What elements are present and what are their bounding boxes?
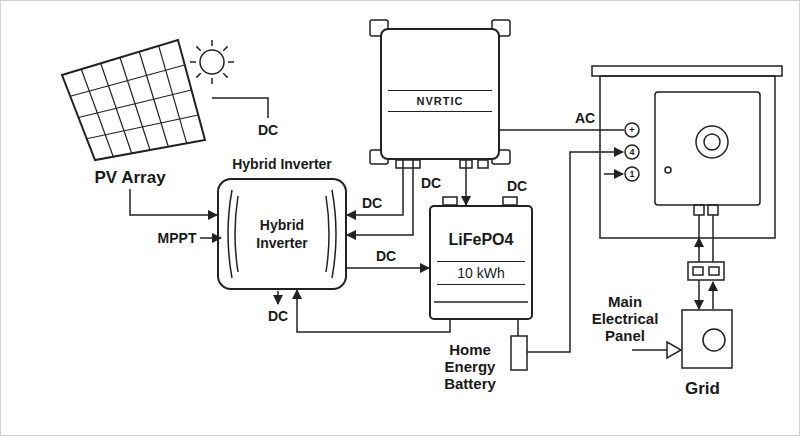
inverter-trim: [228, 190, 232, 278]
text-label: DC: [419, 175, 443, 191]
edge-label: DC: [360, 195, 384, 211]
hybrid-inverter: Hybrid InverterHybrid Inverter: [217, 152, 347, 290]
sun-symbol: [190, 40, 234, 84]
solar-panel: [62, 40, 205, 160]
mounting-tabs: [370, 20, 510, 164]
electrical-panel: [694, 205, 704, 215]
sun-symbol: [196, 73, 200, 77]
dc-leader: [212, 98, 268, 118]
connector: [297, 290, 450, 332]
grid-symbol: [682, 310, 732, 368]
electrical-panel: [696, 126, 728, 158]
inverter-trim: [235, 196, 238, 272]
sun-symbol: [223, 73, 227, 77]
battery-terminals: [503, 197, 517, 205]
battery-box: LiFePO4 10 kWh: [429, 205, 533, 320]
electrical-panel: [712, 215, 714, 262]
meter-link: [712, 282, 714, 309]
electrical-panel: [655, 92, 760, 205]
name-plate: NVRTIC: [388, 90, 492, 112]
grid-node: Grid: [660, 306, 745, 406]
grid-symbol: [667, 342, 681, 358]
solar-panel: [87, 115, 199, 139]
meter-link: [688, 262, 724, 280]
terminal-mark: 1: [629, 169, 634, 179]
grid-symbol: [632, 349, 667, 351]
sun-symbol: [211, 40, 213, 46]
meter-link: [698, 238, 700, 248]
connector: [347, 267, 429, 269]
panel-wire: [511, 336, 527, 370]
electrical-panel: [592, 66, 782, 262]
charge-controller: NVRTIC: [380, 28, 500, 160]
sun-symbol: [200, 50, 224, 74]
inverter-trim: [228, 190, 336, 278]
node-text: NVRTIC: [417, 95, 464, 107]
node-text: PV Array: [80, 167, 180, 189]
electrical-panel: [698, 215, 700, 262]
node-text: Hybrid Inverter: [217, 152, 347, 176]
node-text: Hybrid Inverter: [240, 216, 324, 252]
solar-panel: [62, 40, 205, 160]
electrical-panel: [592, 66, 782, 76]
electrical-panel: [625, 145, 639, 159]
solar-panel: [70, 65, 185, 96]
node-text: Grid: [660, 378, 745, 400]
sun-symbol: [211, 78, 213, 84]
panel-wire: [604, 173, 623, 175]
connector: [130, 189, 217, 215]
grid-symbol: [703, 329, 725, 351]
node-text: 10 kWh: [437, 261, 525, 285]
terminal-mark: +: [629, 125, 634, 135]
electrical-panel: [704, 134, 720, 150]
sun-symbol: [190, 61, 196, 63]
terminal-mark: 4: [629, 147, 634, 157]
connector: [347, 160, 403, 215]
text-label: AC: [573, 110, 597, 126]
array-label: PV Array: [80, 167, 180, 189]
text-label: DC: [256, 122, 280, 138]
inverter-trim: [332, 190, 336, 278]
cable-glands: [396, 160, 420, 168]
text-label: MPPT: [156, 230, 199, 246]
text-label: DC: [505, 178, 529, 194]
text-label: DC: [266, 308, 290, 324]
inverter-body: Hybrid Inverter: [217, 178, 347, 290]
dc-out-arrow: [277, 291, 279, 304]
sun-symbol: [228, 61, 234, 63]
electrical-panel: [665, 167, 671, 173]
cable-glands: [396, 160, 488, 168]
electrical-panel: [708, 205, 718, 215]
text-label: Home Energy Battery: [430, 341, 510, 392]
panel-wire: [517, 320, 519, 336]
meter-link: [688, 238, 724, 309]
connector: [347, 160, 413, 235]
electrical-panel: [625, 167, 639, 181]
battery-terminals: [443, 197, 457, 205]
electrical-panel: [625, 123, 639, 137]
sun-symbol: [196, 46, 200, 50]
meter-link: [693, 267, 703, 275]
sun-symbol: [223, 46, 227, 50]
node-text: LiFePO4: [431, 231, 531, 249]
battery-terminals: [434, 197, 528, 302]
connector: [465, 160, 467, 205]
ac-wire: [500, 129, 624, 131]
edge-label: DC: [374, 248, 398, 264]
inverter-trim: [326, 196, 329, 272]
electrical-panel: [600, 76, 775, 238]
meter-link: [698, 280, 700, 309]
battery-terminals: [434, 301, 528, 303]
cable-glands: [478, 160, 488, 168]
text-label: Main Electrical Panel: [578, 293, 673, 344]
meter-link: [709, 267, 719, 275]
solar-panel: [79, 90, 192, 118]
